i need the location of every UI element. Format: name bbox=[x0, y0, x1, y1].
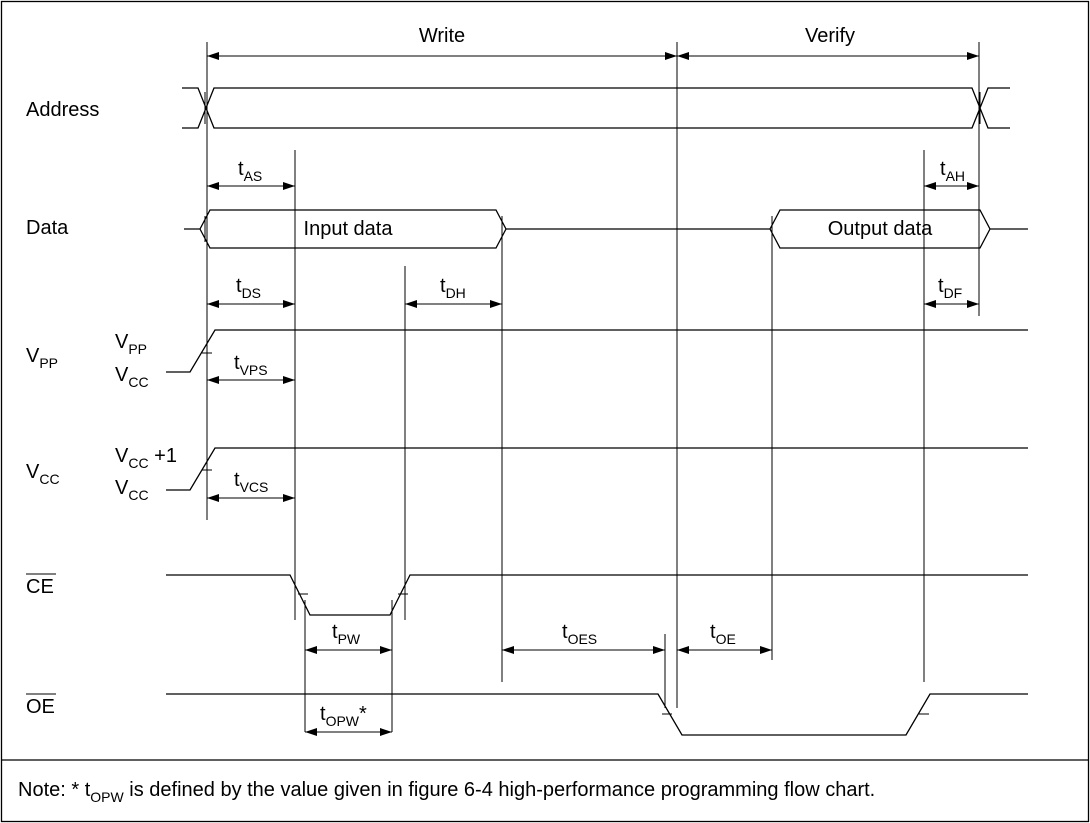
write-phase-label: Write bbox=[419, 25, 465, 47]
oe-label: OE bbox=[26, 696, 55, 718]
ce-label: CE bbox=[26, 576, 54, 598]
output-data-label: Output data bbox=[828, 218, 933, 240]
tdh-label: tDH bbox=[440, 275, 466, 301]
tas-label: tAS bbox=[238, 158, 262, 184]
vcc-low-level-label: VCC bbox=[115, 477, 149, 503]
vcc-waveform bbox=[166, 447, 1028, 491]
vpp-high-level-label: VPP bbox=[115, 331, 147, 357]
vcc-label: VCC bbox=[26, 461, 60, 487]
vpp-low-level-label: VCC bbox=[115, 364, 149, 390]
tdf-label: tDF bbox=[938, 275, 962, 301]
tvps-label: tVPS bbox=[234, 352, 268, 378]
tah-label: tAH bbox=[940, 158, 965, 184]
vpp-waveform bbox=[166, 329, 1028, 373]
tpw-label: tPW bbox=[332, 621, 361, 647]
footnote: Note: * tOPW is defined by the value giv… bbox=[18, 779, 875, 805]
address-waveform bbox=[182, 87, 1010, 129]
toes-label: tOES bbox=[562, 621, 597, 647]
address-label: Address bbox=[26, 99, 99, 121]
topw-label: tOPW* bbox=[320, 703, 367, 729]
input-data-label: Input data bbox=[304, 218, 394, 240]
oe-waveform bbox=[166, 693, 1028, 736]
data-label: Data bbox=[26, 217, 69, 239]
ce-waveform bbox=[166, 574, 1028, 616]
verify-phase-label: Verify bbox=[805, 25, 855, 47]
tvcs-label: tVCS bbox=[234, 469, 268, 495]
tds-label: tDS bbox=[236, 275, 261, 301]
toe-label: tOE bbox=[710, 621, 736, 647]
vpp-label: VPP bbox=[26, 345, 58, 371]
vcc-high-level-label: VCC +1 bbox=[115, 445, 177, 471]
